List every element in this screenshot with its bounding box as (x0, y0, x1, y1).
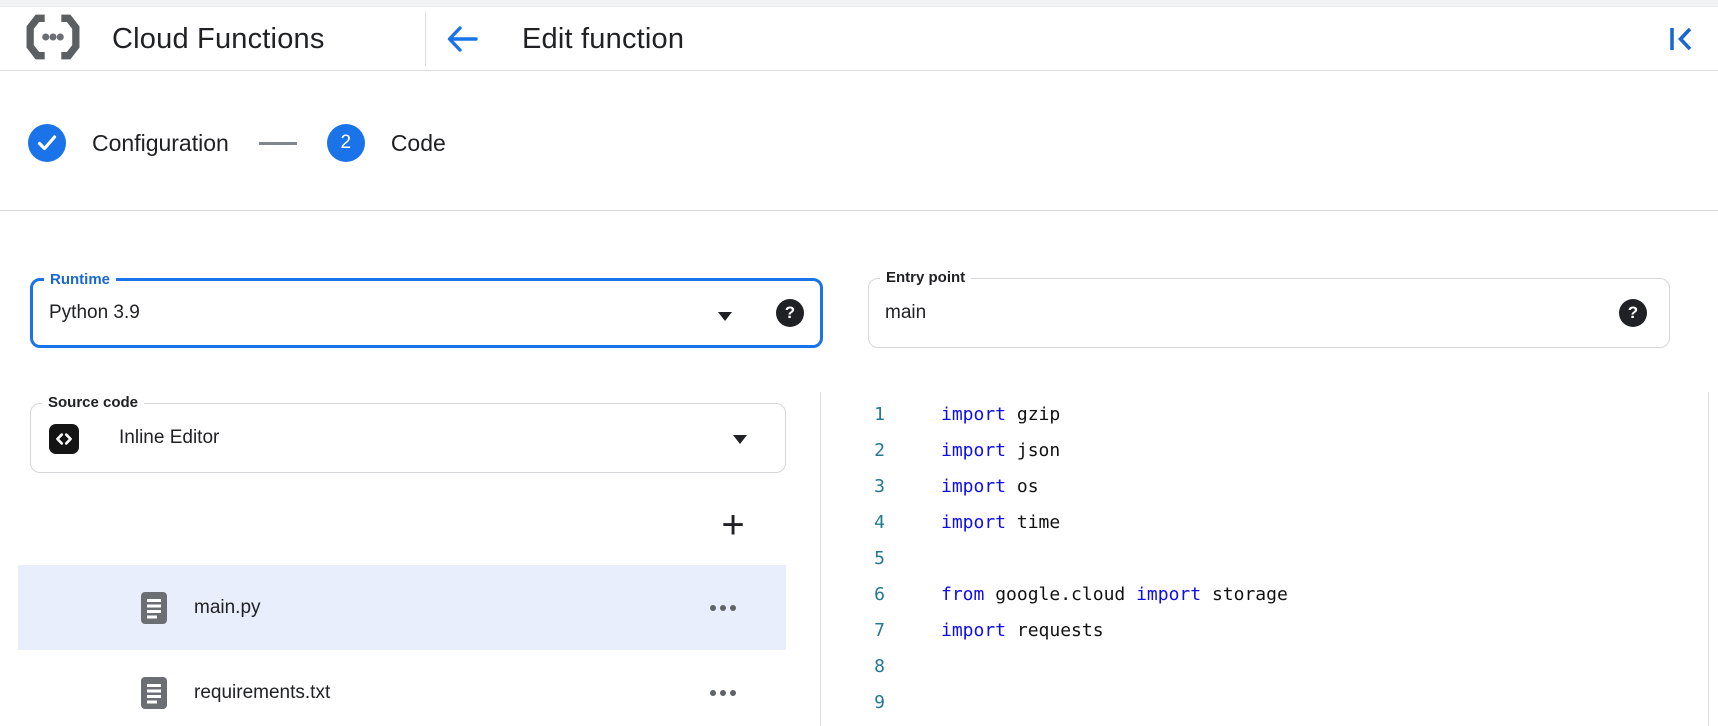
step-completed-check-icon (28, 124, 66, 162)
file-row[interactable]: main.py (18, 565, 786, 650)
line-content: import json (941, 439, 1061, 461)
line-number: 7 (874, 619, 885, 641)
code-line: 2 import json (821, 432, 1708, 468)
runtime-select[interactable]: Runtime Python 3.9 ? (30, 270, 823, 348)
source-code-value: Inline Editor (119, 427, 220, 448)
code-line: 3 import os (821, 468, 1708, 504)
step-connector (258, 141, 297, 145)
line-content: import gzip (941, 403, 1061, 425)
code-line: 9 (821, 684, 1708, 720)
step-configuration[interactable]: Configuration (28, 124, 229, 162)
line-number: 8 (874, 655, 885, 677)
line-number: 5 (874, 547, 885, 569)
dropdown-caret-icon (733, 435, 747, 444)
add-file-button[interactable]: + (710, 502, 756, 548)
file-name: main.py (194, 596, 261, 618)
runtime-label: Runtime (44, 270, 116, 290)
code-line: 4 import time (821, 504, 1708, 540)
back-arrow-icon (445, 24, 479, 57)
runtime-value: Python 3.9 (49, 302, 140, 323)
line-content: import time (941, 511, 1061, 533)
inline-editor-code-icon (49, 424, 79, 454)
file-icon (140, 591, 168, 625)
entry-point-field[interactable]: Entry point main ? (868, 268, 1670, 348)
code-editor[interactable]: 1 import gzip 2 import json 3 import os … (820, 392, 1709, 726)
source-code-label: Source code (42, 393, 145, 413)
code-lines: 1 import gzip 2 import json 3 import os … (821, 392, 1708, 720)
section-divider (0, 210, 1718, 211)
line-content: from google.cloud import storage (941, 583, 1288, 605)
code-line: 6 from google.cloud import storage (821, 576, 1708, 612)
help-icon[interactable]: ? (1619, 299, 1647, 327)
line-number: 6 (874, 583, 885, 605)
file-list: main.py requirements.txt (18, 565, 786, 726)
step-label: Code (390, 129, 446, 156)
brand: Cloud Functions (26, 14, 325, 65)
step-label: Configuration (92, 129, 229, 156)
file-row[interactable]: requirements.txt (18, 650, 786, 726)
step-code[interactable]: 2 Code (326, 124, 446, 162)
stepper: Configuration 2 Code (28, 124, 446, 162)
line-content: import os (941, 475, 1039, 497)
dropdown-caret-icon (718, 312, 732, 321)
page-title: Edit function (522, 23, 685, 55)
line-number: 4 (874, 511, 885, 533)
code-line: 1 import gzip (821, 396, 1708, 432)
entry-point-value: main (885, 302, 927, 323)
step-number-badge: 2 (326, 124, 365, 162)
collapse-panel-button[interactable] (1660, 18, 1704, 62)
line-number: 1 (874, 403, 885, 425)
line-number: 3 (874, 475, 885, 497)
collapse-panel-icon (1667, 24, 1697, 57)
app-header: Cloud Functions Edit function (0, 8, 1718, 71)
entry-point-label: Entry point (880, 268, 972, 288)
line-number: 9 (874, 691, 885, 713)
more-options-icon[interactable] (704, 599, 742, 617)
header-divider (425, 12, 426, 66)
more-options-icon[interactable] (704, 684, 742, 702)
product-name: Cloud Functions (112, 22, 325, 55)
code-line: 5 (821, 540, 1708, 576)
back-button[interactable] (440, 18, 484, 62)
line-content: import requests (941, 619, 1104, 641)
file-icon (140, 676, 168, 710)
code-line: 7 import requests (821, 612, 1708, 648)
help-icon[interactable]: ? (776, 299, 804, 327)
file-name: requirements.txt (194, 681, 331, 703)
code-line: 8 (821, 648, 1708, 684)
window-top-strip (0, 0, 1718, 7)
source-code-select[interactable]: Source code Inline Editor (30, 393, 786, 473)
line-number: 2 (874, 439, 885, 461)
cloud-functions-logo-icon (26, 14, 80, 65)
